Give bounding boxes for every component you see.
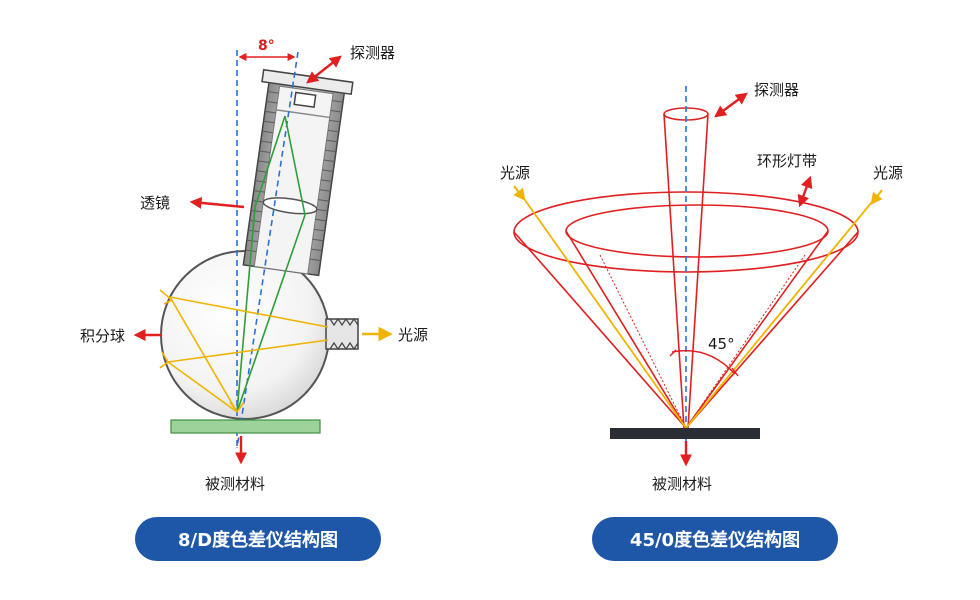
green-rays bbox=[236, 115, 306, 413]
sample-material-left bbox=[170, 419, 321, 434]
lens-label: 透镜 bbox=[140, 194, 170, 212]
caption-8d: 8/D度色差仪结构图 bbox=[135, 517, 381, 561]
left-diagram: 8° 探测器 透镜 bbox=[80, 38, 428, 493]
light-source-label-right-left: 光源 bbox=[500, 164, 530, 182]
ring-light-arrow bbox=[797, 175, 813, 208]
right-diagram: 45° 探测器 光源 光源 环形灯带 被测材料 bbox=[500, 81, 903, 493]
ring-light-label: 环形灯带 bbox=[757, 152, 817, 170]
light-port bbox=[325, 317, 359, 351]
yellow-rays bbox=[159, 289, 329, 413]
angle-arc-45 bbox=[671, 349, 736, 375]
light-source-label-left: 光源 bbox=[398, 326, 428, 344]
material-label-left: 被测材料 bbox=[205, 475, 265, 493]
sample-material-right bbox=[610, 428, 760, 439]
angle-label-8: 8° bbox=[258, 38, 275, 54]
detector-arrow-right bbox=[714, 92, 748, 118]
detector-arrow bbox=[306, 55, 342, 84]
sphere-label: 积分球 bbox=[80, 327, 125, 345]
light-source-label-right-right: 光源 bbox=[873, 164, 903, 182]
detector-tube bbox=[242, 68, 354, 277]
yellow-light-rays bbox=[519, 192, 877, 429]
angle-label-45: 45° bbox=[708, 335, 735, 353]
detector-label-right: 探测器 bbox=[754, 81, 799, 99]
material-label-right: 被测材料 bbox=[652, 475, 712, 493]
caption-45-0: 45/0度色差仪结构图 bbox=[592, 517, 838, 561]
lens-arrow bbox=[189, 196, 245, 209]
detector-label-left: 探测器 bbox=[350, 44, 395, 62]
